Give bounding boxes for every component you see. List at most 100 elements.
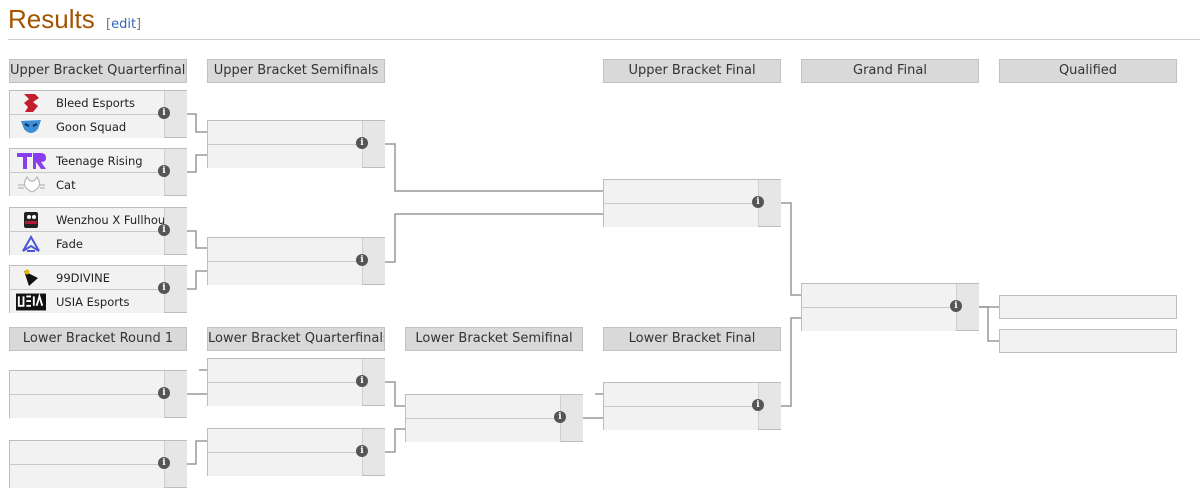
match-ub-sf-1[interactable]: i — [207, 120, 385, 168]
team-name: 99DIVINE — [56, 270, 111, 285]
match-ub-qf-3[interactable]: Wenzhou X Fullhouse Fade i — [9, 207, 187, 255]
match-slot-bottom[interactable] — [208, 145, 362, 168]
match-info-icon[interactable]: i — [158, 457, 170, 469]
match-info-icon[interactable]: i — [356, 254, 368, 266]
match-lb-qf-1[interactable]: i — [207, 358, 385, 406]
match-slot-bottom[interactable] — [406, 419, 560, 442]
header-lower-bracket-final: Lower Bracket Final — [603, 327, 781, 351]
cat-logo-icon — [16, 175, 46, 195]
usia-esports-logo-icon — [16, 292, 46, 312]
edit-link[interactable]: edit — [111, 17, 137, 32]
match-slot-top[interactable] — [10, 441, 164, 465]
connector-ubqf3-ubsf2 — [187, 230, 207, 249]
match-info-icon[interactable]: i — [950, 300, 962, 312]
header-lower-bracket-round-1: Lower Bracket Round 1 — [9, 327, 187, 351]
title-divider — [8, 39, 1200, 40]
match-info-icon[interactable]: i — [356, 445, 368, 457]
team-name: Bleed Esports — [56, 95, 136, 110]
match-ub-sf-2[interactable]: i — [207, 237, 385, 285]
match-slot-top[interactable]: 99DIVINE — [10, 266, 164, 290]
connector-ubfinal-grandfinal — [781, 202, 801, 296]
match-info-icon[interactable]: i — [356, 375, 368, 387]
connector-ubqf2-ubsf1 — [187, 154, 207, 173]
match-slot-top[interactable] — [10, 371, 164, 395]
match-slot-bottom[interactable] — [208, 262, 362, 285]
match-info-icon[interactable]: i — [158, 165, 170, 177]
match-slot-top[interactable] — [604, 180, 758, 204]
match-lb-sf[interactable]: i — [405, 394, 583, 442]
bleed-esports-logo-icon — [16, 93, 46, 113]
match-slot-top[interactable] — [208, 238, 362, 262]
match-lb-r1-1[interactable]: i — [9, 370, 187, 418]
connector-ubsf2-ubfinal — [385, 213, 603, 263]
match-slot-bottom[interactable] — [10, 395, 164, 418]
header-qualified: Qualified — [999, 59, 1177, 83]
match-lb-final[interactable]: i — [603, 382, 781, 430]
match-info-icon[interactable]: i — [158, 107, 170, 119]
team-name: USIA Esports — [56, 294, 130, 309]
match-slot-top[interactable]: Wenzhou X Fullhouse — [10, 208, 178, 232]
connector-ubqf1-ubsf1 — [187, 113, 207, 133]
wenzhou-x-fullhouse-logo-icon — [16, 210, 46, 230]
match-info-icon[interactable]: i — [158, 282, 170, 294]
team-name: Goon Squad — [56, 119, 127, 134]
match-slot-bottom[interactable]: Goon Squad — [10, 115, 164, 138]
match-lb-qf-2[interactable]: i — [207, 428, 385, 476]
match-slot-top[interactable] — [406, 395, 560, 419]
match-slot-bottom[interactable]: Cat — [10, 173, 164, 196]
match-info-icon[interactable]: i — [554, 411, 566, 423]
connector-lbqf2-lbsf — [385, 428, 405, 453]
match-ub-qf-1[interactable]: Bleed Esports Goon Squad i — [9, 90, 187, 138]
fade-logo-icon — [16, 234, 46, 254]
99divine-logo-icon — [16, 268, 46, 288]
match-ub-final[interactable]: i — [603, 179, 781, 227]
match-slot-bottom[interactable] — [208, 453, 362, 476]
match-lb-r1-2[interactable]: i — [9, 440, 187, 488]
header-grand-final: Grand Final — [801, 59, 979, 83]
edit-link-wrapper: [edit] — [106, 17, 142, 32]
match-slot-top[interactable]: Teenage Rising — [10, 149, 164, 173]
match-slot-bottom[interactable] — [604, 407, 758, 430]
match-info-icon[interactable]: i — [356, 137, 368, 149]
match-slot-bottom[interactable] — [802, 308, 956, 331]
match-slot-bottom[interactable] — [208, 383, 362, 406]
connector-lbqf1-lbsf — [385, 381, 405, 407]
match-info-icon[interactable]: i — [158, 387, 170, 399]
match-slot-bottom[interactable] — [10, 465, 164, 488]
match-info-icon[interactable]: i — [752, 196, 764, 208]
connector-lbr1b-lbqf2 — [187, 440, 207, 465]
header-upper-bracket-quarterfinals: Upper Bracket Quarterfinals — [9, 59, 187, 83]
goon-squad-logo-icon — [16, 117, 46, 137]
team-name: Teenage Rising — [56, 153, 143, 168]
team-name: Fade — [56, 236, 83, 251]
header-upper-bracket-final: Upper Bracket Final — [603, 59, 781, 83]
team-name: Wenzhou X Fullhouse — [56, 212, 179, 227]
connector-ubsf1-ubfinal — [385, 143, 603, 192]
match-slot-top[interactable] — [802, 284, 956, 308]
match-ub-qf-4[interactable]: 99DIVINE USIA Esports i — [9, 265, 187, 313]
team-name: Cat — [56, 177, 76, 192]
header-upper-bracket-semifinals: Upper Bracket Semifinals — [207, 59, 385, 83]
match-ub-qf-2[interactable]: Teenage Rising Cat i — [9, 148, 187, 196]
match-slot-top[interactable]: Bleed Esports — [10, 91, 164, 115]
teenage-rising-logo-icon — [16, 151, 46, 171]
header-lower-bracket-quarterfinals: Lower Bracket Quarterfinals — [207, 327, 385, 351]
qualified-slot-2[interactable] — [999, 329, 1177, 353]
match-slot-top[interactable] — [208, 121, 362, 145]
header-lower-bracket-semifinal: Lower Bracket Semifinal — [405, 327, 583, 351]
match-slot-bottom[interactable]: Fade — [10, 232, 164, 255]
match-slot-top[interactable] — [604, 383, 758, 407]
match-slot-top[interactable] — [208, 359, 362, 383]
connector-lbfinal-grandfinal — [781, 317, 801, 407]
match-slot-bottom[interactable]: USIA Esports — [10, 290, 164, 313]
connector-grandfinal-qualified-2 — [979, 306, 999, 342]
match-info-icon[interactable]: i — [752, 399, 764, 411]
match-slot-top[interactable] — [208, 429, 362, 453]
match-grand-final[interactable]: i — [801, 283, 979, 331]
match-info-icon[interactable]: i — [158, 224, 170, 236]
connector-ubqf4-ubsf2 — [187, 270, 207, 290]
match-slot-bottom[interactable] — [604, 204, 758, 227]
page-title: Results — [8, 4, 95, 34]
qualified-slot-1[interactable] — [999, 295, 1177, 319]
